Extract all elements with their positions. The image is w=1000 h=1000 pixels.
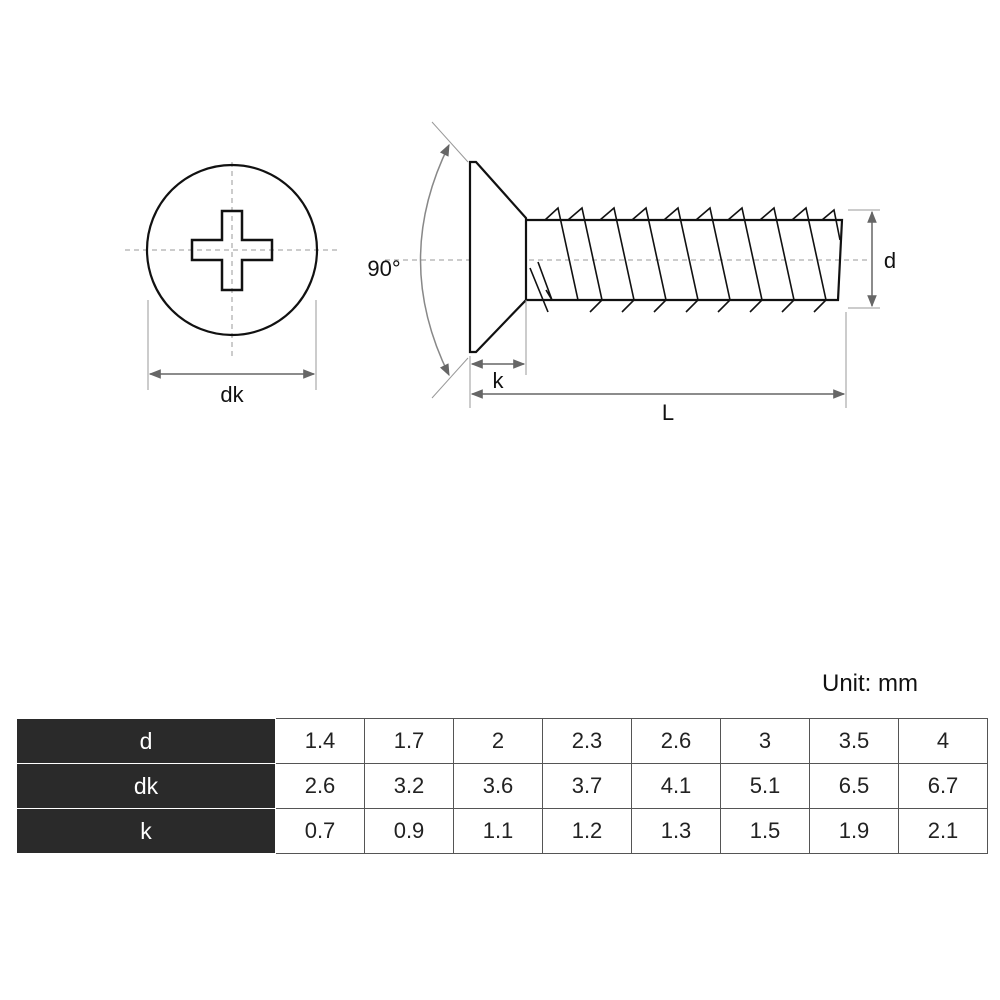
- row-header: dk: [16, 763, 276, 809]
- table-cell: 6.5: [809, 763, 899, 809]
- table-cell: 0.7: [275, 808, 365, 854]
- table-row-d: d 1.4 1.7 2 2.3 2.6 3 3.5 4: [16, 718, 988, 764]
- table-cell: 1.5: [720, 808, 810, 854]
- dk-dimension-label: dk: [220, 382, 244, 407]
- length-dimension-label: L: [662, 400, 674, 425]
- table-cell: 1.7: [364, 718, 454, 764]
- row-header: d: [16, 718, 276, 764]
- table-cell: 3: [720, 718, 810, 764]
- row-header: k: [16, 808, 276, 854]
- threaded-shank: [526, 218, 844, 302]
- table-cell: 1.1: [453, 808, 543, 854]
- table-cell: 0.9: [364, 808, 454, 854]
- countersunk-head: [468, 160, 528, 354]
- angle-label: 90°: [367, 256, 400, 281]
- table-cell: 2.1: [898, 808, 988, 854]
- table-cell: 4.1: [631, 763, 721, 809]
- table-row-dk: dk 2.6 3.2 3.6 3.7 4.1 5.1 6.5 6.7: [16, 763, 988, 809]
- table-row-k: k 0.7 0.9 1.1 1.2 1.3 1.5 1.9 2.1: [16, 808, 988, 854]
- table-cell: 1.3: [631, 808, 721, 854]
- table-cell: 2.6: [275, 763, 365, 809]
- table-cell: 6.7: [898, 763, 988, 809]
- table-cell: 2.3: [542, 718, 632, 764]
- screw-side-view: 90° d k L: [367, 121, 896, 425]
- table-cell: 1.9: [809, 808, 899, 854]
- phillips-cross-recess: [190, 209, 274, 292]
- table-cell: 2.6: [631, 718, 721, 764]
- table-cell: 3.7: [542, 763, 632, 809]
- table-cell: 4: [898, 718, 988, 764]
- table-cell: 3.5: [809, 718, 899, 764]
- d-dimension-label: d: [884, 248, 896, 273]
- thread-lines: [529, 206, 841, 313]
- unit-label: Unit: mm: [822, 670, 918, 697]
- table-cell: 2: [453, 718, 543, 764]
- table-cell: 1.4: [275, 718, 365, 764]
- table-cell: 3.6: [453, 763, 543, 809]
- k-dimension-label: k: [493, 368, 505, 393]
- table-cell: 1.2: [542, 808, 632, 854]
- screw-head-top-view: dk: [125, 162, 340, 407]
- screw-technical-drawing: dk 90° d: [125, 121, 896, 425]
- table-cell: 5.1: [720, 763, 810, 809]
- table-cell: 3.2: [364, 763, 454, 809]
- dimension-spec-table: d 1.4 1.7 2 2.3 2.6 3 3.5 4 dk 2.6 3.2 3…: [16, 718, 988, 854]
